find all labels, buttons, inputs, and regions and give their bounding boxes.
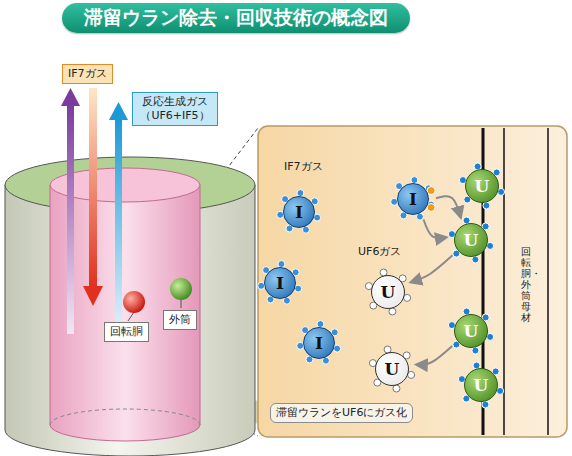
uf6-molecule: U: [371, 275, 405, 309]
atom: [404, 294, 411, 301]
gas-label-box: IF7ガス: [62, 64, 113, 84]
rotor-bottom: [50, 409, 200, 425]
node-text: I: [276, 273, 284, 293]
gas-label: IF7ガス: [284, 159, 323, 174]
atom: [408, 371, 415, 378]
reaction-arrow: [436, 196, 461, 217]
material-label: 回転胴・外筒母材: [521, 246, 531, 323]
node-text: U: [385, 359, 400, 379]
atom: [498, 188, 505, 195]
gas-arrow-up: [115, 118, 122, 334]
wall-line: [547, 128, 549, 435]
uf6-molecule: U: [375, 352, 409, 386]
node-text: I: [315, 333, 323, 353]
gas-label: UF6ガス: [358, 244, 401, 259]
atom: [389, 308, 396, 315]
arrowhead: [83, 286, 103, 306]
atom: [393, 385, 400, 392]
atom: [334, 345, 341, 352]
atom: [472, 347, 479, 354]
gas-arrow-down: [89, 88, 97, 288]
node-text: U: [474, 375, 489, 395]
atom: [295, 285, 302, 292]
iodine-molecule: I: [283, 196, 315, 228]
atom: [472, 256, 479, 263]
leader-line: [181, 299, 182, 308]
zoom-panel: [258, 126, 567, 437]
node-text: U: [381, 282, 396, 302]
uranium-deposit: U: [454, 223, 488, 257]
title: 滞留ウラン除去・回収技術の概念図: [84, 5, 388, 31]
part-label-box: 外筒: [163, 310, 197, 330]
part-label-box: 回転胴: [104, 322, 149, 342]
atom: [487, 242, 494, 249]
node-text: 滞留ウランをUF6にガス化: [276, 406, 407, 420]
node-text: 反応生成ガス （UF6+IF5）: [138, 95, 212, 123]
node-text: U: [464, 321, 479, 341]
leader-line: [128, 312, 134, 321]
atom: [482, 401, 489, 408]
gas-label-box: 反応生成ガス （UF6+IF5）: [132, 92, 218, 126]
reactive-atom: [427, 203, 435, 211]
node-text: U: [464, 230, 479, 250]
outer-cylinder: [5, 185, 255, 456]
arrowhead: [109, 102, 128, 120]
reaction-arrow: [411, 255, 453, 282]
reactive-atom: [427, 187, 435, 195]
node-text: 回転胴: [110, 325, 143, 339]
node-text: I: [295, 202, 303, 222]
casing-marker: [170, 278, 192, 300]
caption-box: 滞留ウランをUF6にガス化: [270, 403, 413, 423]
node-text: 外筒: [169, 313, 191, 327]
uranium-deposit: U: [465, 169, 499, 203]
node-text: U: [475, 176, 490, 196]
rotor-marker: [123, 291, 145, 313]
node-text: IF7ガス: [68, 67, 107, 81]
atom: [483, 202, 490, 209]
title-banner: 滞留ウラン除去・回収技術の概念図: [62, 3, 410, 33]
node-text: I: [409, 189, 417, 209]
arrowhead: [61, 88, 80, 106]
uranium-deposit: U: [454, 314, 488, 348]
iodine-molecule: I: [397, 183, 429, 215]
iodine-molecule: I: [264, 267, 296, 299]
gas-arrow-up: [67, 104, 74, 334]
uranium-deposit: U: [464, 368, 498, 402]
iodine-molecule: I: [303, 327, 335, 359]
atom: [487, 333, 494, 340]
atom: [314, 214, 321, 221]
atoms: [258, 163, 505, 408]
reaction-arrow: [417, 346, 453, 365]
reaction-arrow: [424, 219, 447, 238]
atom: [497, 387, 504, 394]
